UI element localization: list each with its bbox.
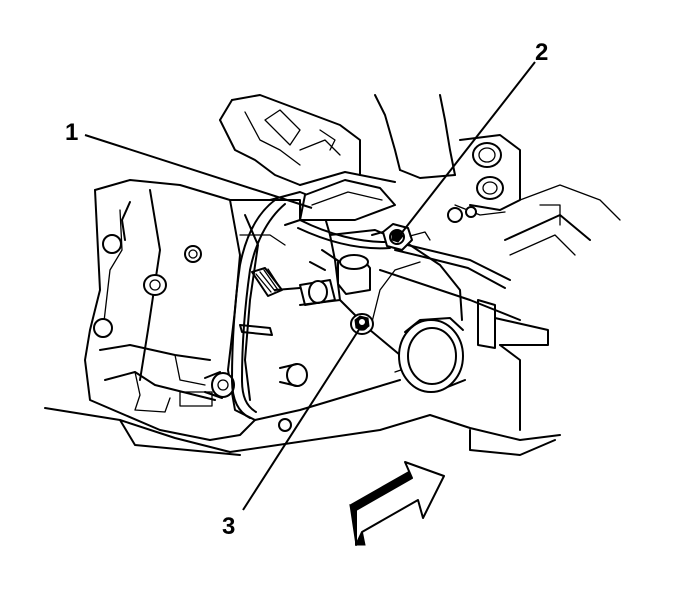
shift-cable-bracket <box>269 179 396 226</box>
cable-routing <box>231 199 511 419</box>
callout-2: 2 <box>535 39 548 66</box>
bell-stud-2 <box>93 318 113 338</box>
port-upper <box>472 142 502 168</box>
chassis-frame <box>44 214 591 456</box>
leader-3 <box>242 327 361 511</box>
transmission-case <box>84 179 336 441</box>
extension-housing <box>254 229 466 421</box>
direction-arrow-icon <box>349 461 445 546</box>
lower-mount-boss <box>211 372 235 398</box>
fitting-2 <box>371 223 431 251</box>
callout-1: 1 <box>65 119 78 146</box>
leader-1 <box>84 134 313 209</box>
callout-3: 3 <box>222 513 235 540</box>
bell-stud-1 <box>102 234 122 254</box>
port-lower <box>476 176 504 200</box>
leader-2 <box>399 61 536 236</box>
upper-body <box>219 94 621 226</box>
